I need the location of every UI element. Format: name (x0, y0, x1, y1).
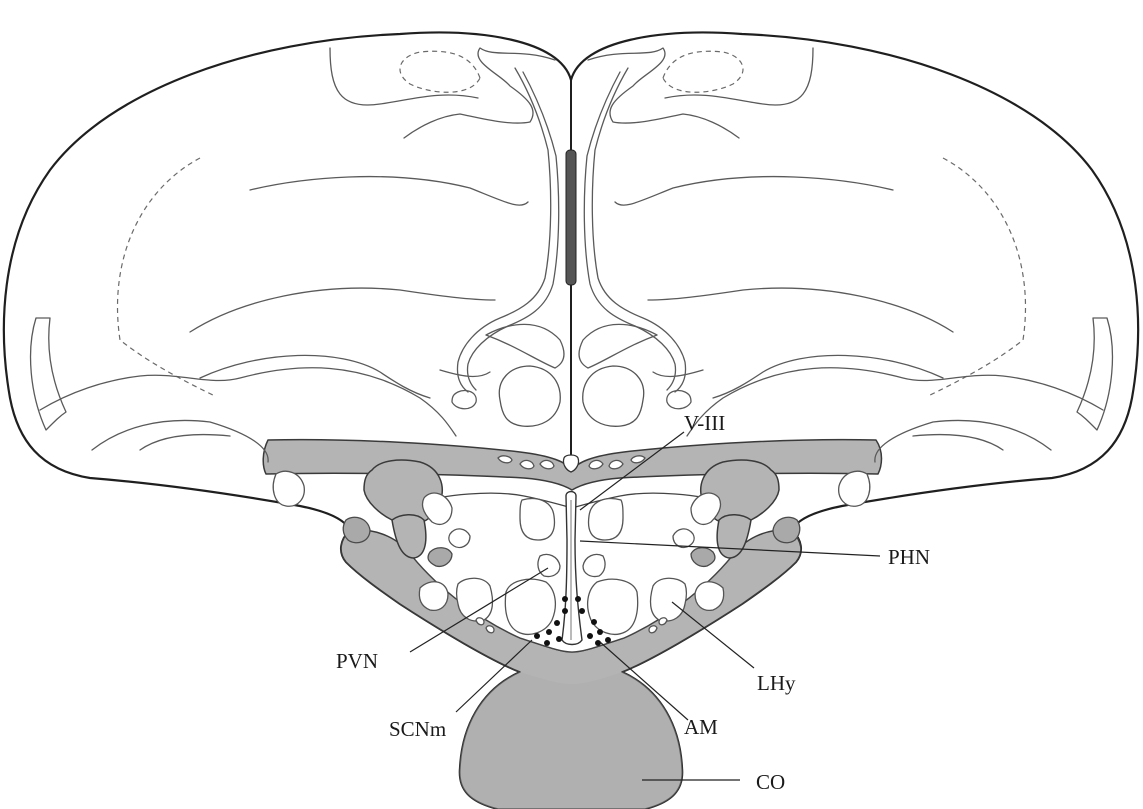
co-region (460, 672, 682, 809)
label-phn: PHN (888, 545, 930, 569)
label-lhy: LHy (757, 671, 796, 695)
label-co: CO (756, 770, 785, 794)
label-pvn: PVN (336, 649, 378, 673)
midline-dark-segment (566, 150, 576, 285)
label-scnm: SCNm (389, 717, 446, 741)
label-am: AM (684, 715, 718, 739)
label-v3: V-III (684, 411, 725, 435)
